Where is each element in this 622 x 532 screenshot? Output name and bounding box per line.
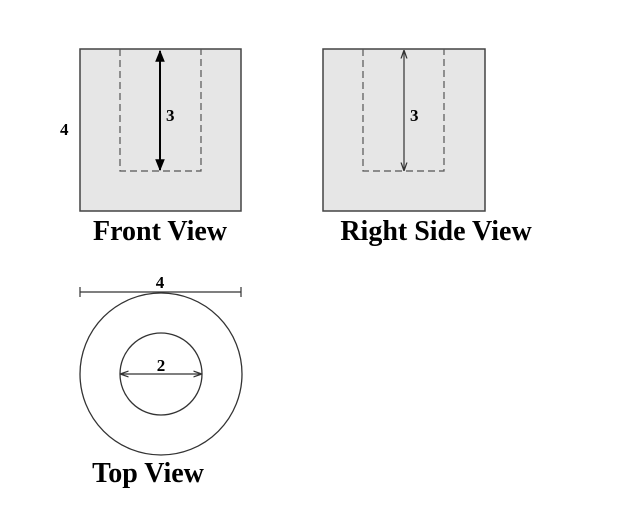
right-side-view-caption: Right Side View (340, 216, 532, 247)
front-view-depth-label: 3 (166, 106, 175, 125)
top-view-inner-diameter-label: 2 (157, 356, 166, 375)
top-view: 4 2 Top View (79, 273, 243, 489)
top-view-caption: Top View (92, 458, 205, 489)
front-view-hidden-hole (119, 49, 202, 172)
front-view-height-label: 4 (60, 120, 69, 139)
front-view: 3 4 Front View (60, 48, 242, 247)
top-view-inner-circle (119, 332, 203, 416)
right-side-view-hidden-hole (362, 49, 445, 172)
top-view-outer-diameter-label: 4 (156, 273, 165, 292)
top-view-outer-circle (79, 292, 243, 456)
right-side-view: 3 Right Side View (322, 48, 532, 247)
front-view-caption: Front View (93, 216, 228, 247)
right-side-view-depth-label: 3 (410, 106, 419, 125)
